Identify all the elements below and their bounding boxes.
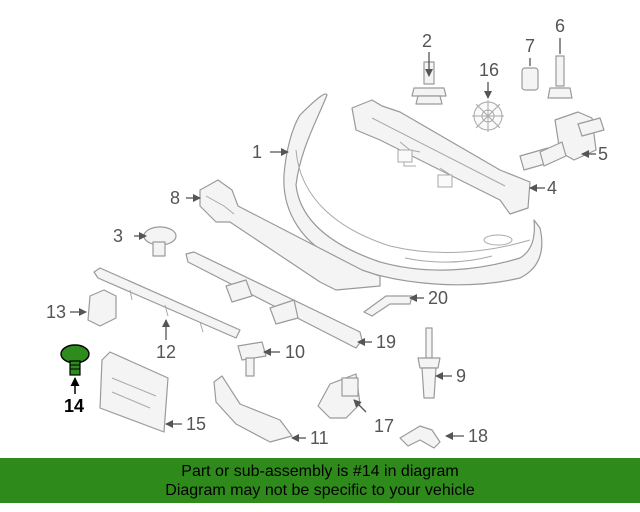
absorber-part-8 <box>199 179 381 291</box>
bracket-part-20 <box>363 295 413 317</box>
callout-7: 7 <box>525 36 535 56</box>
callout-8: 8 <box>170 188 180 208</box>
nut-part-7 <box>521 67 539 91</box>
info-banner: Part or sub-assembly is #14 in diagram D… <box>0 458 640 503</box>
fastener-part-10 <box>237 341 267 377</box>
clip-part-18 <box>399 425 441 449</box>
bracket-part-5 <box>519 111 605 171</box>
callout-6: 6 <box>555 16 565 36</box>
callout-4: 4 <box>547 178 557 198</box>
callout-17: 17 <box>374 416 394 436</box>
support-strip-part-12 <box>93 267 241 339</box>
callout-18: 18 <box>468 426 488 446</box>
deflector-part-11 <box>213 375 293 443</box>
callout-10: 10 <box>285 342 305 362</box>
banner-line-1: Part or sub-assembly is #14 in diagram <box>181 463 459 480</box>
callout-9: 9 <box>456 366 466 386</box>
leader-17 <box>353 399 367 413</box>
callout-5: 5 <box>598 144 608 164</box>
plate-bracket-part-15 <box>99 351 169 433</box>
callout-11: 11 <box>310 428 329 448</box>
reinforcement-beam-part <box>351 99 531 215</box>
callout-13: 13 <box>46 302 66 322</box>
block-part-13 <box>87 289 117 327</box>
leader-lines <box>70 38 596 442</box>
callout-20: 20 <box>428 288 448 308</box>
callout-14: 14 <box>64 396 84 416</box>
grille-part-19 <box>185 251 363 349</box>
banner-line-2: Diagram may not be specific to your vehi… <box>165 482 475 499</box>
bumper-cover-part <box>283 93 543 286</box>
callout-12: 12 <box>156 342 176 362</box>
callout-labels: 1 2 3 4 5 6 7 8 9 10 11 12 13 14 15 16 1… <box>46 16 608 448</box>
rivet-part-9 <box>417 327 441 399</box>
callout-19: 19 <box>376 332 396 352</box>
sensor-part-17 <box>317 373 361 419</box>
callout-2: 2 <box>422 31 432 51</box>
callout-15: 15 <box>186 414 206 434</box>
push-clip-part-3 <box>143 226 177 257</box>
clip-part-16 <box>472 100 504 132</box>
callout-3: 3 <box>113 226 123 246</box>
callout-1: 1 <box>252 142 262 162</box>
bolt-part-6 <box>547 55 573 99</box>
callout-16: 16 <box>479 60 499 80</box>
push-clip-part-14-highlighted <box>60 344 90 376</box>
